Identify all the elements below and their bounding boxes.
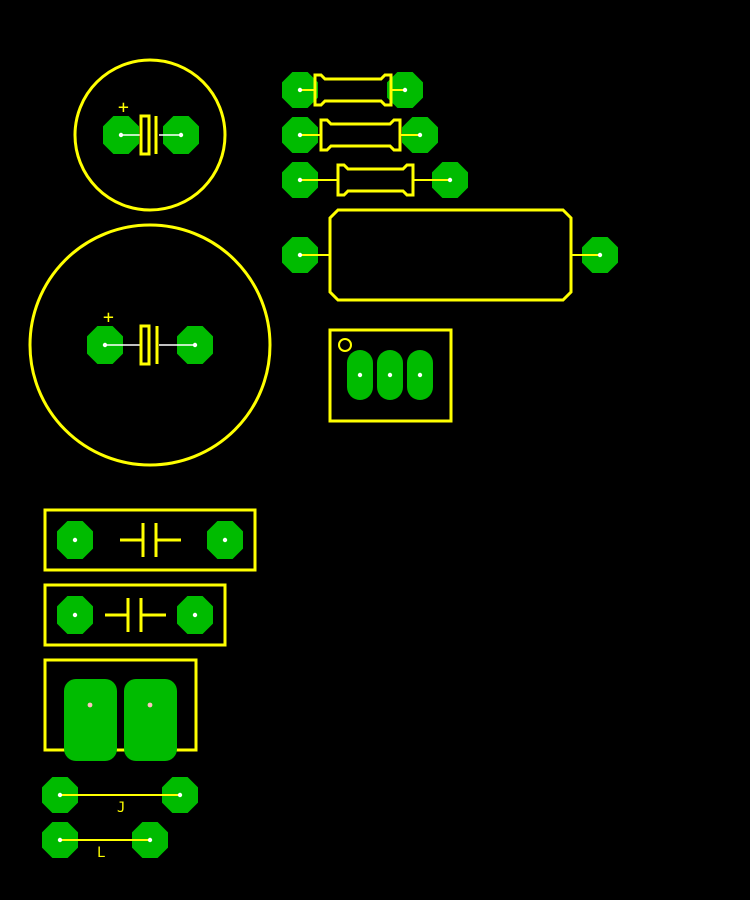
ceramic-capacitor-2[interactable] xyxy=(43,583,227,647)
resistor-3[interactable] xyxy=(282,162,468,198)
resistor-body xyxy=(313,73,393,107)
ceramic-capacitor-1[interactable] xyxy=(43,508,257,572)
capacitor-outline xyxy=(43,508,257,572)
two-pad-component[interactable] xyxy=(43,658,198,761)
component-outline xyxy=(43,658,198,752)
electrolytic-capacitor-small[interactable]: + xyxy=(73,58,227,212)
jumper-2[interactable]: L xyxy=(42,822,168,861)
polarity-mark: + xyxy=(103,307,114,328)
resistor-2[interactable] xyxy=(282,117,438,153)
resistor-body xyxy=(319,118,402,152)
pin1-marker xyxy=(338,338,352,352)
polarity-mark: + xyxy=(118,97,129,118)
capacitor-plate-positive xyxy=(139,324,151,366)
jumper-1[interactable]: J xyxy=(42,777,198,816)
capacitor-outline xyxy=(73,58,227,212)
package-outline xyxy=(328,328,453,423)
pad-2 xyxy=(124,679,177,761)
resistor-body xyxy=(336,163,415,197)
capacitor-outline xyxy=(43,583,227,647)
capacitor-plate-positive xyxy=(139,114,151,156)
three-pin-package[interactable] xyxy=(328,328,453,423)
electrolytic-capacitor-large[interactable]: + xyxy=(28,223,272,467)
axial-component-large[interactable] xyxy=(282,208,618,302)
resistor-1[interactable] xyxy=(282,72,423,108)
jumper-label: J xyxy=(117,800,125,816)
pad-1 xyxy=(64,679,117,761)
capacitor-outline xyxy=(28,223,272,467)
component-body xyxy=(328,208,573,302)
jumper-label: L xyxy=(97,845,105,861)
